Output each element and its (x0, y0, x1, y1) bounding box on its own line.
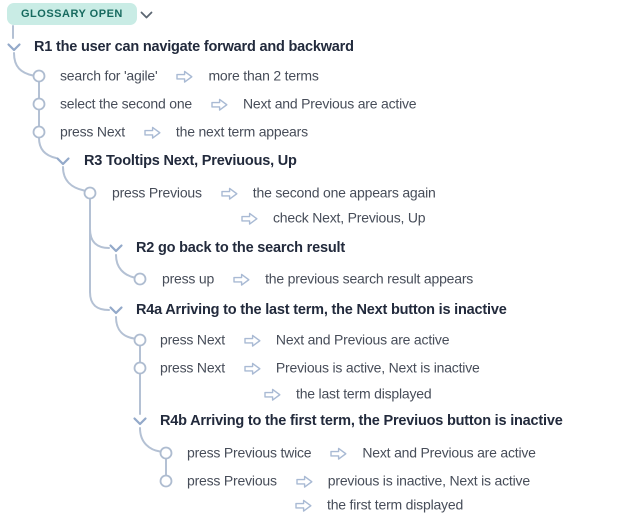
step-label[interactable]: press Next (60, 123, 125, 140)
expected-result[interactable]: the last term displayed (296, 385, 432, 402)
step-label[interactable]: press Previous (112, 184, 202, 201)
expected-result[interactable]: Previous is active, Next is inactive (275, 359, 480, 376)
step-row: select the second one Next and Previous … (60, 95, 417, 113)
step-row: press Previous the second one appears ag… (112, 184, 436, 202)
step-row: press Previous twice Next and Previous a… (187, 444, 536, 462)
result-arrow-icon (221, 187, 238, 200)
expected-result[interactable]: Next and Previous are active (243, 95, 417, 112)
expand-chevron-icon[interactable] (109, 244, 123, 253)
step-row: press Next Next and Previous are active (160, 331, 450, 349)
requirement-title[interactable]: R2 go back to the search result (136, 239, 345, 256)
step-node-icon[interactable] (133, 272, 147, 286)
result-arrow-icon (296, 475, 313, 488)
chevron-down-icon[interactable] (140, 11, 153, 20)
expected-result[interactable]: Next and Previous are active (362, 444, 536, 461)
result-arrow-icon (176, 70, 193, 83)
expected-result[interactable]: the next term appears (175, 123, 308, 140)
result-arrow-icon (244, 362, 261, 375)
step-node-icon[interactable] (32, 125, 46, 139)
expected-result[interactable]: Next and Previous are active (275, 331, 450, 348)
expand-chevron-icon[interactable] (133, 417, 147, 426)
requirement-row-r1: R1 the user can navigate forward and bac… (34, 38, 354, 56)
step-row: press Next Previous is active, Next is i… (160, 359, 480, 377)
step-row: search for 'agile' more than 2 terms (60, 67, 319, 85)
expand-chevron-icon[interactable] (7, 43, 21, 52)
glossary-open-badge[interactable]: GLOSSARY OPEN (7, 3, 137, 25)
step-label[interactable]: search for 'agile' (60, 67, 158, 84)
result-row: check Next, Previous, Up (241, 209, 426, 227)
result-arrow-icon (264, 388, 281, 401)
expand-chevron-icon[interactable] (109, 306, 123, 315)
expected-result[interactable]: the first term displayed (327, 496, 464, 513)
result-arrow-icon (233, 273, 250, 286)
step-label[interactable]: press Previous twice (187, 444, 312, 461)
requirement-row-r2: R2 go back to the search result (136, 239, 345, 257)
step-node-icon[interactable] (83, 186, 97, 200)
step-label[interactable]: press up (162, 270, 215, 287)
result-arrow-icon (295, 499, 312, 512)
expected-result[interactable]: the previous search result appears (265, 270, 474, 287)
result-arrow-icon (244, 334, 261, 347)
step-node-icon[interactable] (32, 69, 46, 83)
step-label[interactable]: press Next (160, 359, 225, 376)
requirement-row-r4a: R4a Arriving to the last term, the Next … (136, 301, 507, 319)
step-node-icon[interactable] (159, 446, 173, 460)
expected-result[interactable]: previous is inactive, Next is active (327, 472, 530, 489)
step-node-icon[interactable] (133, 361, 147, 375)
requirement-title[interactable]: R4a Arriving to the last term, the Next … (136, 301, 507, 318)
requirement-row-r3: R3 Tooltips Next, Previuous, Up (84, 152, 297, 170)
step-row: press Previous previous is inactive, Nex… (187, 472, 530, 490)
step-label[interactable]: press Previous (187, 472, 277, 489)
result-arrow-icon (144, 126, 161, 139)
requirement-title[interactable]: R3 Tooltips Next, Previuous, Up (84, 152, 297, 169)
step-row: press up the previous search result appe… (162, 270, 473, 288)
glossary-open-badge-label: GLOSSARY OPEN (21, 8, 123, 20)
result-arrow-icon (241, 212, 258, 225)
expected-result[interactable]: more than 2 terms (208, 67, 319, 84)
expand-chevron-icon[interactable] (56, 157, 70, 166)
step-node-icon[interactable] (159, 474, 173, 488)
expected-result[interactable]: check Next, Previous, Up (273, 209, 426, 226)
step-node-icon[interactable] (32, 97, 46, 111)
step-node-icon[interactable] (133, 333, 147, 347)
result-row: the first term displayed (295, 496, 463, 514)
result-arrow-icon (211, 98, 228, 111)
result-arrow-icon (330, 447, 347, 460)
step-label[interactable]: press Next (160, 331, 225, 348)
requirement-title[interactable]: R1 the user can navigate forward and bac… (34, 38, 354, 55)
step-row: press Next the next term appears (60, 123, 308, 141)
requirement-row-r4b: R4b Arriving to the first term, the Prev… (160, 412, 563, 430)
result-row: the last term displayed (264, 385, 432, 403)
expected-result[interactable]: the second one appears again (252, 184, 436, 201)
requirement-title[interactable]: R4b Arriving to the first term, the Prev… (160, 412, 563, 429)
step-label[interactable]: select the second one (60, 95, 193, 112)
